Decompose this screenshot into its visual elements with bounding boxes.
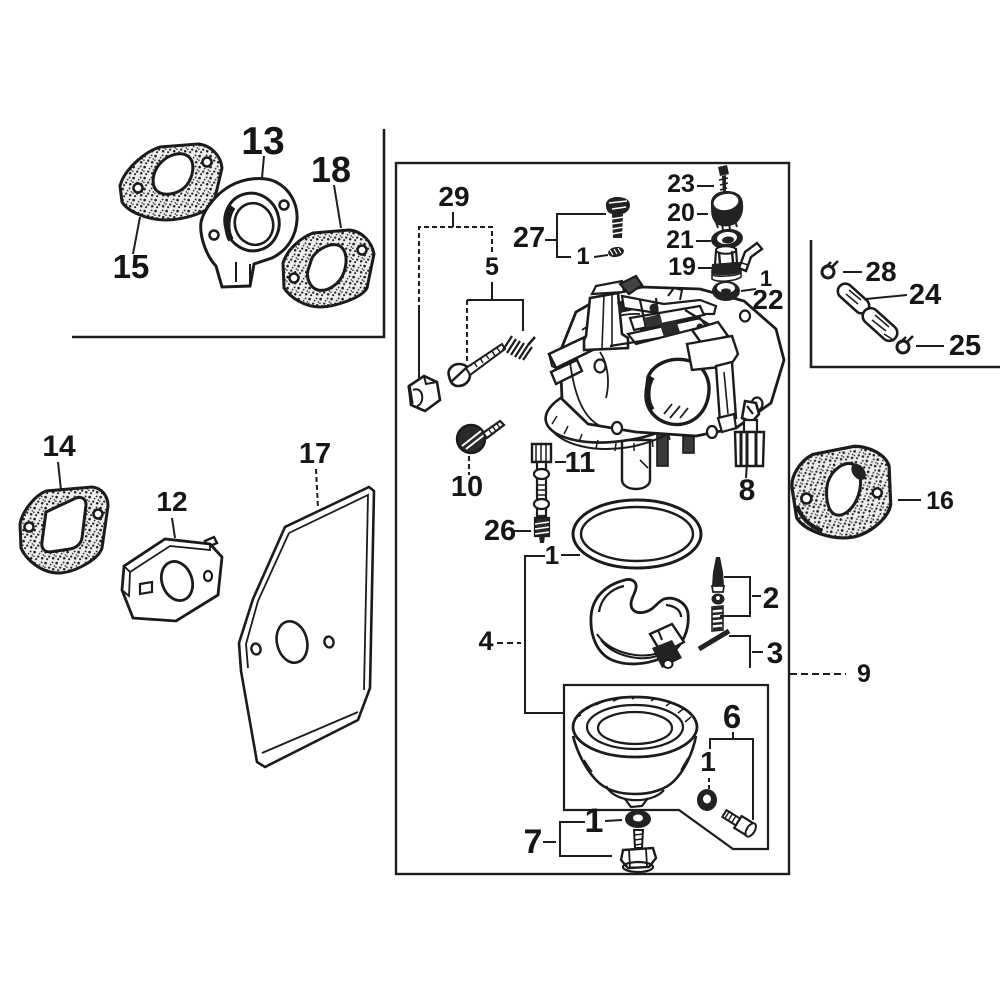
svg-text:2: 2 [763,582,780,615]
svg-text:25: 25 [949,330,981,362]
svg-text:11: 11 [565,447,596,479]
svg-text:1: 1 [700,746,716,777]
svg-text:4: 4 [478,626,493,656]
svg-text:7: 7 [524,823,543,861]
svg-text:29: 29 [438,181,469,212]
svg-text:14: 14 [42,430,76,463]
svg-text:1: 1 [585,802,604,840]
svg-text:10: 10 [451,471,483,503]
svg-text:1: 1 [760,266,772,291]
svg-text:6: 6 [723,698,741,735]
svg-text:26: 26 [484,515,516,547]
svg-text:27: 27 [513,222,545,254]
svg-text:22: 22 [752,284,783,315]
svg-text:16: 16 [926,487,954,515]
svg-text:5: 5 [485,253,499,281]
svg-text:8: 8 [739,474,756,507]
svg-text:12: 12 [156,486,187,517]
svg-text:18: 18 [311,149,351,190]
svg-text:21: 21 [666,226,694,254]
svg-text:28: 28 [865,256,896,287]
svg-text:1: 1 [545,540,559,570]
svg-text:9: 9 [857,660,871,688]
svg-text:19: 19 [668,253,696,281]
svg-text:13: 13 [241,120,284,163]
svg-text:1: 1 [576,243,589,270]
svg-text:23: 23 [667,170,695,198]
svg-text:17: 17 [299,438,331,470]
svg-text:3: 3 [767,637,784,670]
svg-text:15: 15 [113,248,150,285]
svg-text:24: 24 [909,279,941,311]
svg-text:20: 20 [667,199,695,227]
